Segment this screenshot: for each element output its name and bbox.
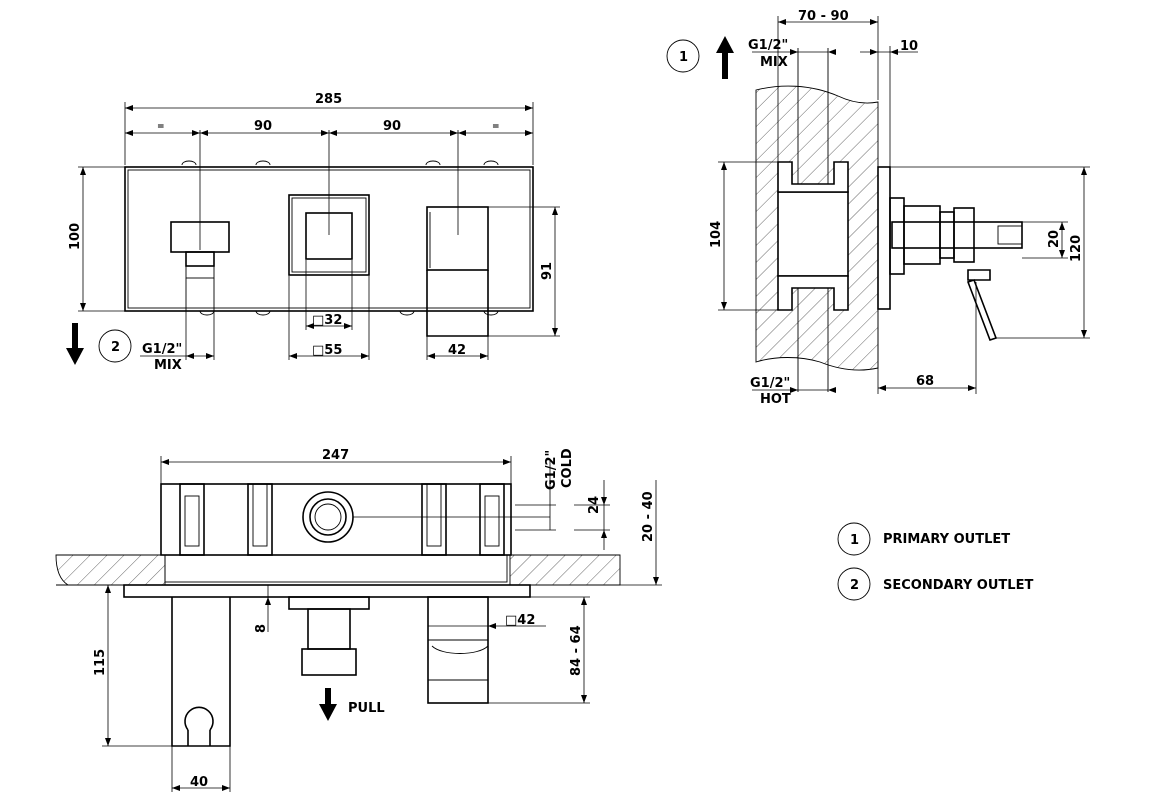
pull-arrow-icon: [319, 688, 337, 721]
side-plate: [877, 166, 891, 310]
dim-valve-height: 91: [540, 262, 555, 280]
top-thread-label: G1/2": [748, 38, 788, 53]
dim-height: 100: [68, 223, 83, 250]
plan-spout: [427, 596, 489, 704]
outlet-type-label: MIX: [154, 358, 182, 373]
plan-view: 247 G1/2" COLD 24 20 - 40 8 115 40: [55, 448, 662, 792]
outlet-number-circle: [666, 39, 700, 73]
bottom-thread-label: G1/2": [750, 376, 790, 391]
pull-label: PULL: [348, 701, 385, 716]
dim-bracket-height: 115: [93, 649, 108, 676]
dim-wall-range: 20 - 40: [641, 491, 656, 542]
side-view: 70 - 90 10 G1/2" MIX 1 104 20 120: [666, 9, 1090, 407]
dim-plate-thickness: 10: [900, 39, 918, 54]
dim-body-width: 247: [322, 448, 349, 463]
dim-wall-depth: 70 - 90: [798, 9, 849, 24]
outlet-number: 1: [679, 50, 688, 65]
legend-number: 1: [850, 533, 859, 548]
dim-equal-right: =: [492, 122, 500, 132]
dim-overall-width: 285: [315, 92, 342, 107]
front-spout: [426, 206, 489, 271]
dim-square-outer: □55: [312, 343, 342, 358]
down-arrow-icon: [66, 323, 84, 365]
shower-bracket: [171, 597, 231, 747]
outlet-number-circle: [98, 329, 132, 363]
legend: 1 PRIMARY OUTLET 2 SECONDARY OUTLET: [837, 522, 1033, 601]
dim-spout-square: □42: [505, 613, 535, 628]
legend-item: 2 SECONDARY OUTLET: [837, 567, 1033, 601]
outlet-number: 2: [111, 340, 120, 355]
up-arrow-icon: [716, 36, 734, 79]
dim-inlet-size: 24: [587, 496, 602, 514]
wall-right: [509, 554, 621, 586]
plan-body: [160, 483, 512, 556]
top-type-label: MIX: [760, 55, 788, 70]
dim-spacing-left: 90: [254, 119, 272, 134]
outlet-thread-label: G1/2": [142, 342, 182, 357]
dim-square-inner: □32: [312, 313, 342, 328]
legend-number-circle: [837, 522, 871, 556]
dim-spout-projection: 84 - 64: [569, 625, 584, 676]
legend-number-circle: [837, 567, 871, 601]
dim-projection: 68: [916, 374, 934, 389]
side-lever: [966, 269, 998, 342]
dim-spout-width: 42: [448, 343, 466, 358]
dim-equal-left: =: [157, 122, 165, 132]
front-view: 285 = 90 90 = 100 91 □32 □55: [66, 92, 560, 373]
legend-item: 1 PRIMARY OUTLET: [837, 522, 1010, 556]
cold-type-label: COLD: [560, 448, 575, 488]
legend-number: 2: [850, 578, 859, 593]
dim-plate-gap: 8: [254, 624, 269, 633]
cold-thread-label: G1/2": [544, 450, 559, 490]
wall-left: [55, 554, 166, 586]
dim-body-height: 104: [709, 221, 724, 248]
legend-label: SECONDARY OUTLET: [883, 578, 1033, 593]
dim-bracket-width: 40: [190, 775, 208, 790]
dim-overall-height: 120: [1069, 235, 1084, 262]
dim-spacing-right: 90: [383, 119, 401, 134]
dim-handle-offset: 20: [1047, 230, 1062, 248]
legend-label: PRIMARY OUTLET: [883, 532, 1010, 547]
cover-plate: [123, 584, 531, 598]
bottom-type-label: HOT: [760, 392, 791, 407]
